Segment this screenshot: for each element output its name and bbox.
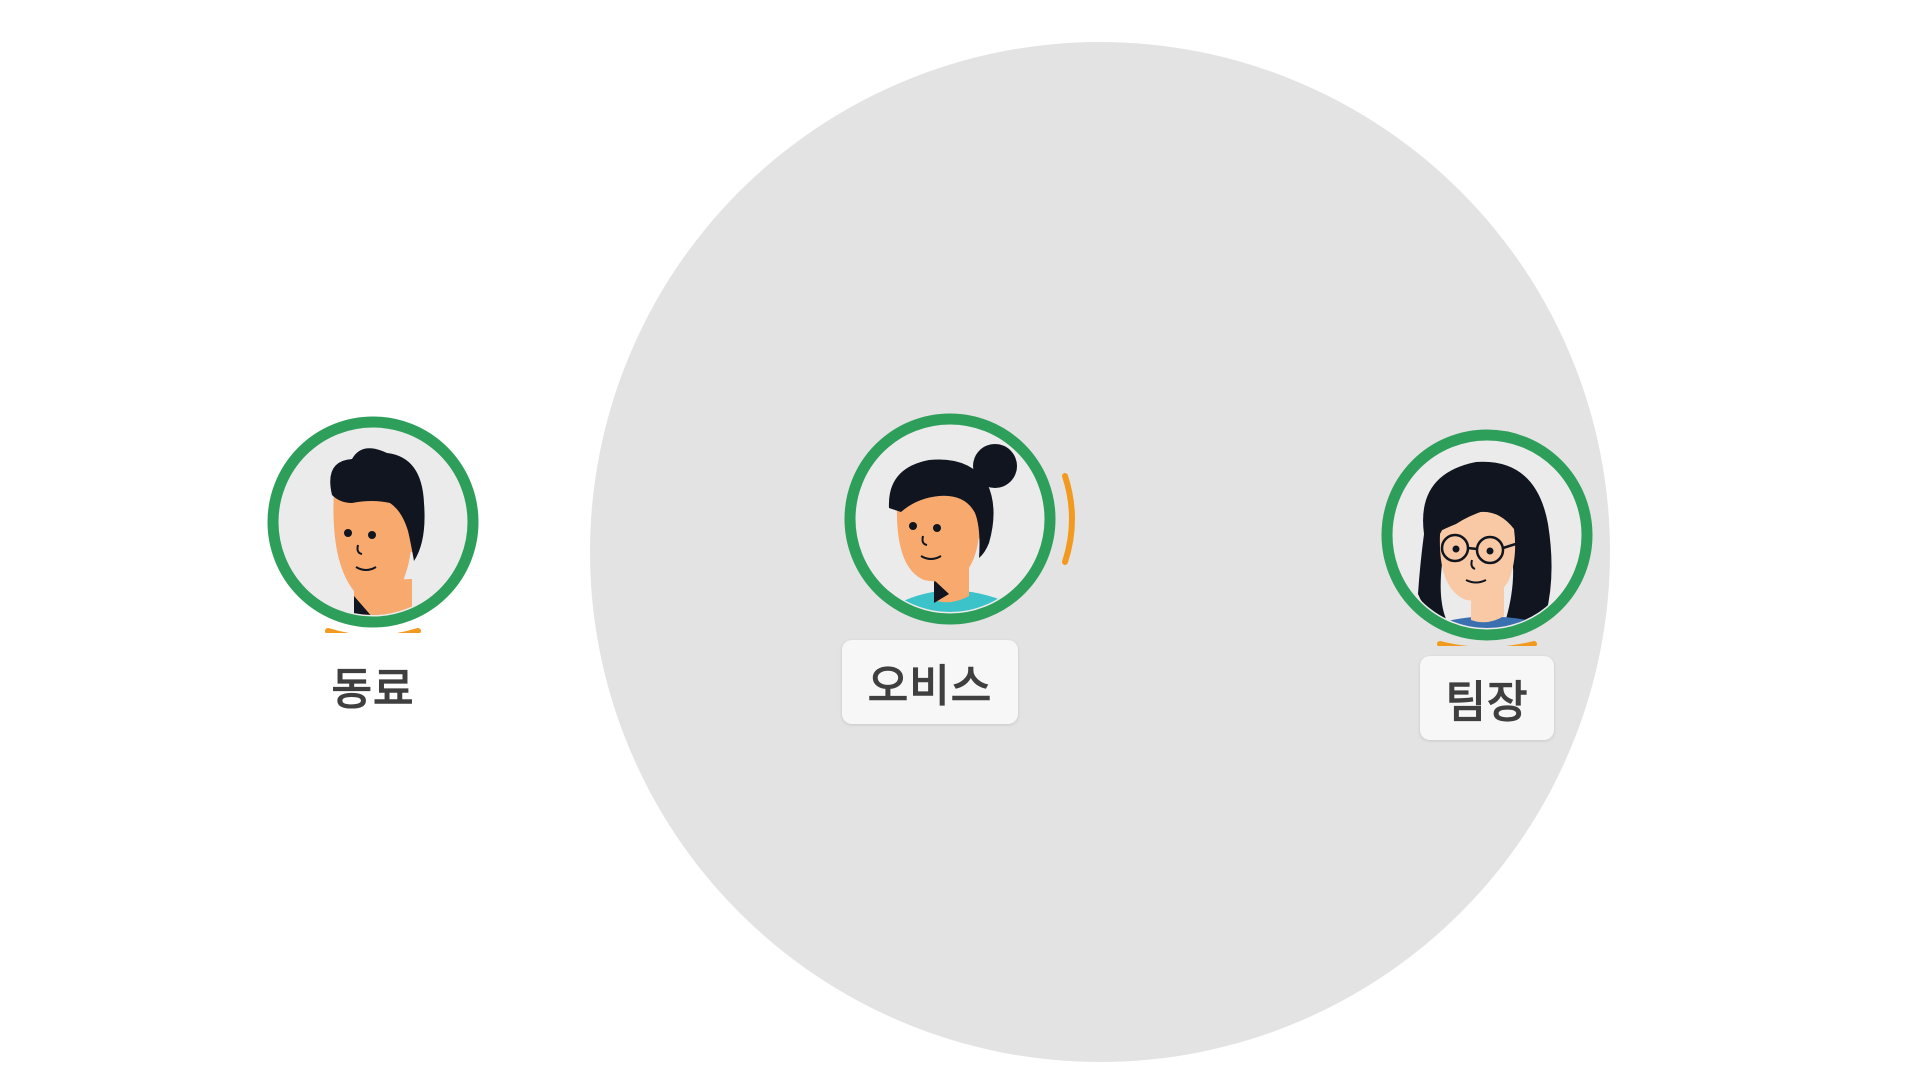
participant-name: 팀장 xyxy=(1419,656,1555,740)
participant-name: 오비스 xyxy=(841,640,1019,724)
participant-name: 동료 xyxy=(331,664,415,715)
woman-bun-avatar-icon xyxy=(844,413,1075,625)
speaking-indicator xyxy=(325,628,421,633)
speaking-indicator xyxy=(1062,473,1075,565)
man-avatar-icon xyxy=(267,416,479,633)
avatar[interactable] xyxy=(262,411,484,633)
speaking-indicator xyxy=(1437,641,1537,646)
avatar[interactable] xyxy=(819,408,1075,630)
avatar[interactable] xyxy=(1376,424,1598,646)
participant-team-leader[interactable]: 팀장 xyxy=(1372,424,1602,740)
participant-colleague[interactable]: 동료 xyxy=(258,411,488,727)
woman-glasses-avatar-icon xyxy=(1381,429,1593,646)
participant-obis[interactable]: 오비스 xyxy=(815,408,1075,724)
